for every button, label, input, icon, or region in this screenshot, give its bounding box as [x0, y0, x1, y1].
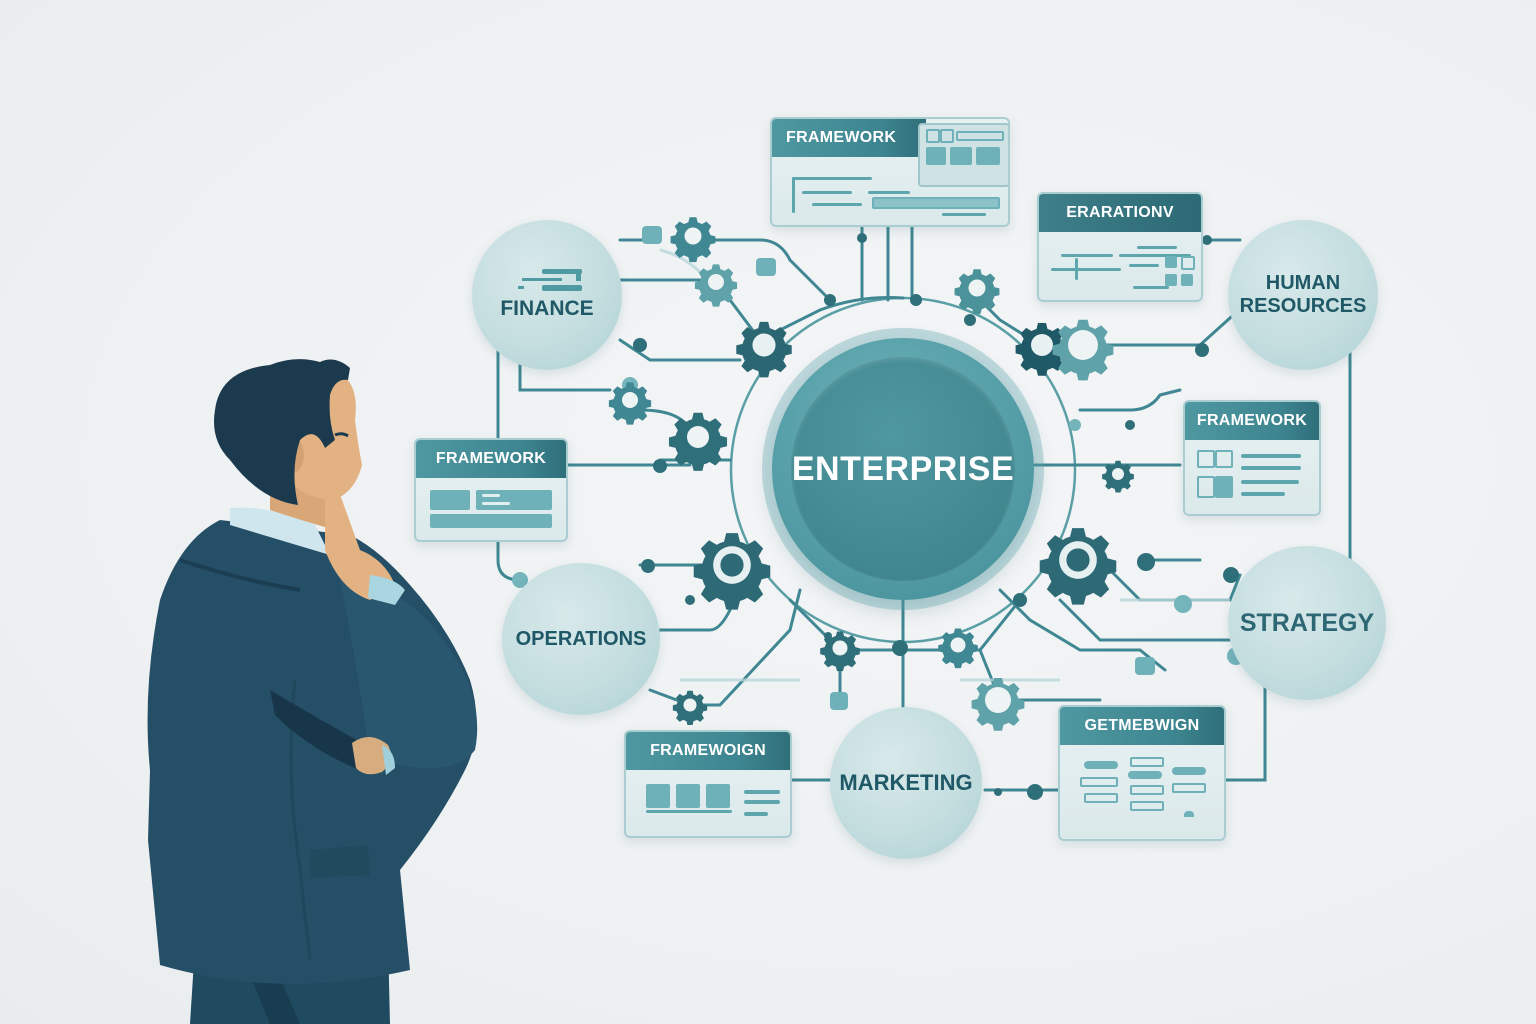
enterprise-hub-node[interactable]: ENTERPRISE	[772, 338, 1034, 600]
framework-card-bottom-left[interactable]: FRAMEWOIGN	[624, 730, 792, 838]
businessman-figure	[147, 359, 478, 1024]
department-marketing[interactable]: MARKETING	[830, 707, 982, 859]
human-resources-label-line2: RESOURCES	[1239, 295, 1367, 317]
card-title: FRAMEWOIGN	[650, 742, 766, 759]
card-title: ERARATIONV	[1066, 204, 1174, 221]
department-human-resources[interactable]: HUMAN RESOURCES	[1228, 220, 1378, 370]
card-title: FRAMEWORK	[786, 129, 897, 146]
framework-card-left[interactable]: FRAMEWORK	[414, 438, 568, 542]
framework-card-top-right[interactable]: ERARATIONV	[1037, 192, 1203, 302]
department-operations[interactable]: OPERATIONS	[502, 563, 660, 715]
department-strategy[interactable]: STRATEGY	[1228, 546, 1386, 700]
department-finance[interactable]: FINANCE	[472, 220, 622, 370]
enterprise-hub-label: ENTERPRISE	[791, 449, 1015, 488]
framework-card-right[interactable]: FRAMEWORK	[1183, 400, 1321, 516]
card-title: FRAMEWORK	[1196, 412, 1308, 429]
card-inset-panel	[918, 123, 1008, 187]
human-resources-label-line1: HUMAN	[1265, 272, 1341, 294]
card-header: FRAMEWORK	[416, 440, 566, 478]
operations-label: OPERATIONS	[515, 627, 647, 650]
framework-card-top[interactable]: FRAMEWORK	[770, 117, 1010, 227]
card-header: FRAMEWORK	[1185, 402, 1319, 440]
card-header: GETMEBWIGN	[1060, 707, 1224, 745]
card-header: FRAMEWORK	[772, 119, 926, 157]
card-title: FRAMEWORK	[435, 450, 547, 467]
card-title: GETMEBWIGN	[1084, 717, 1200, 734]
strategy-label: STRATEGY	[1239, 608, 1375, 637]
card-header: ERARATIONV	[1039, 194, 1201, 232]
marketing-label: MARKETING	[839, 770, 973, 796]
framework-card-bottom-right[interactable]: GETMEBWIGN	[1058, 705, 1226, 841]
finance-chart-icon	[512, 268, 582, 291]
card-header: FRAMEWOIGN	[626, 732, 790, 770]
finance-label: FINANCE	[500, 296, 594, 320]
